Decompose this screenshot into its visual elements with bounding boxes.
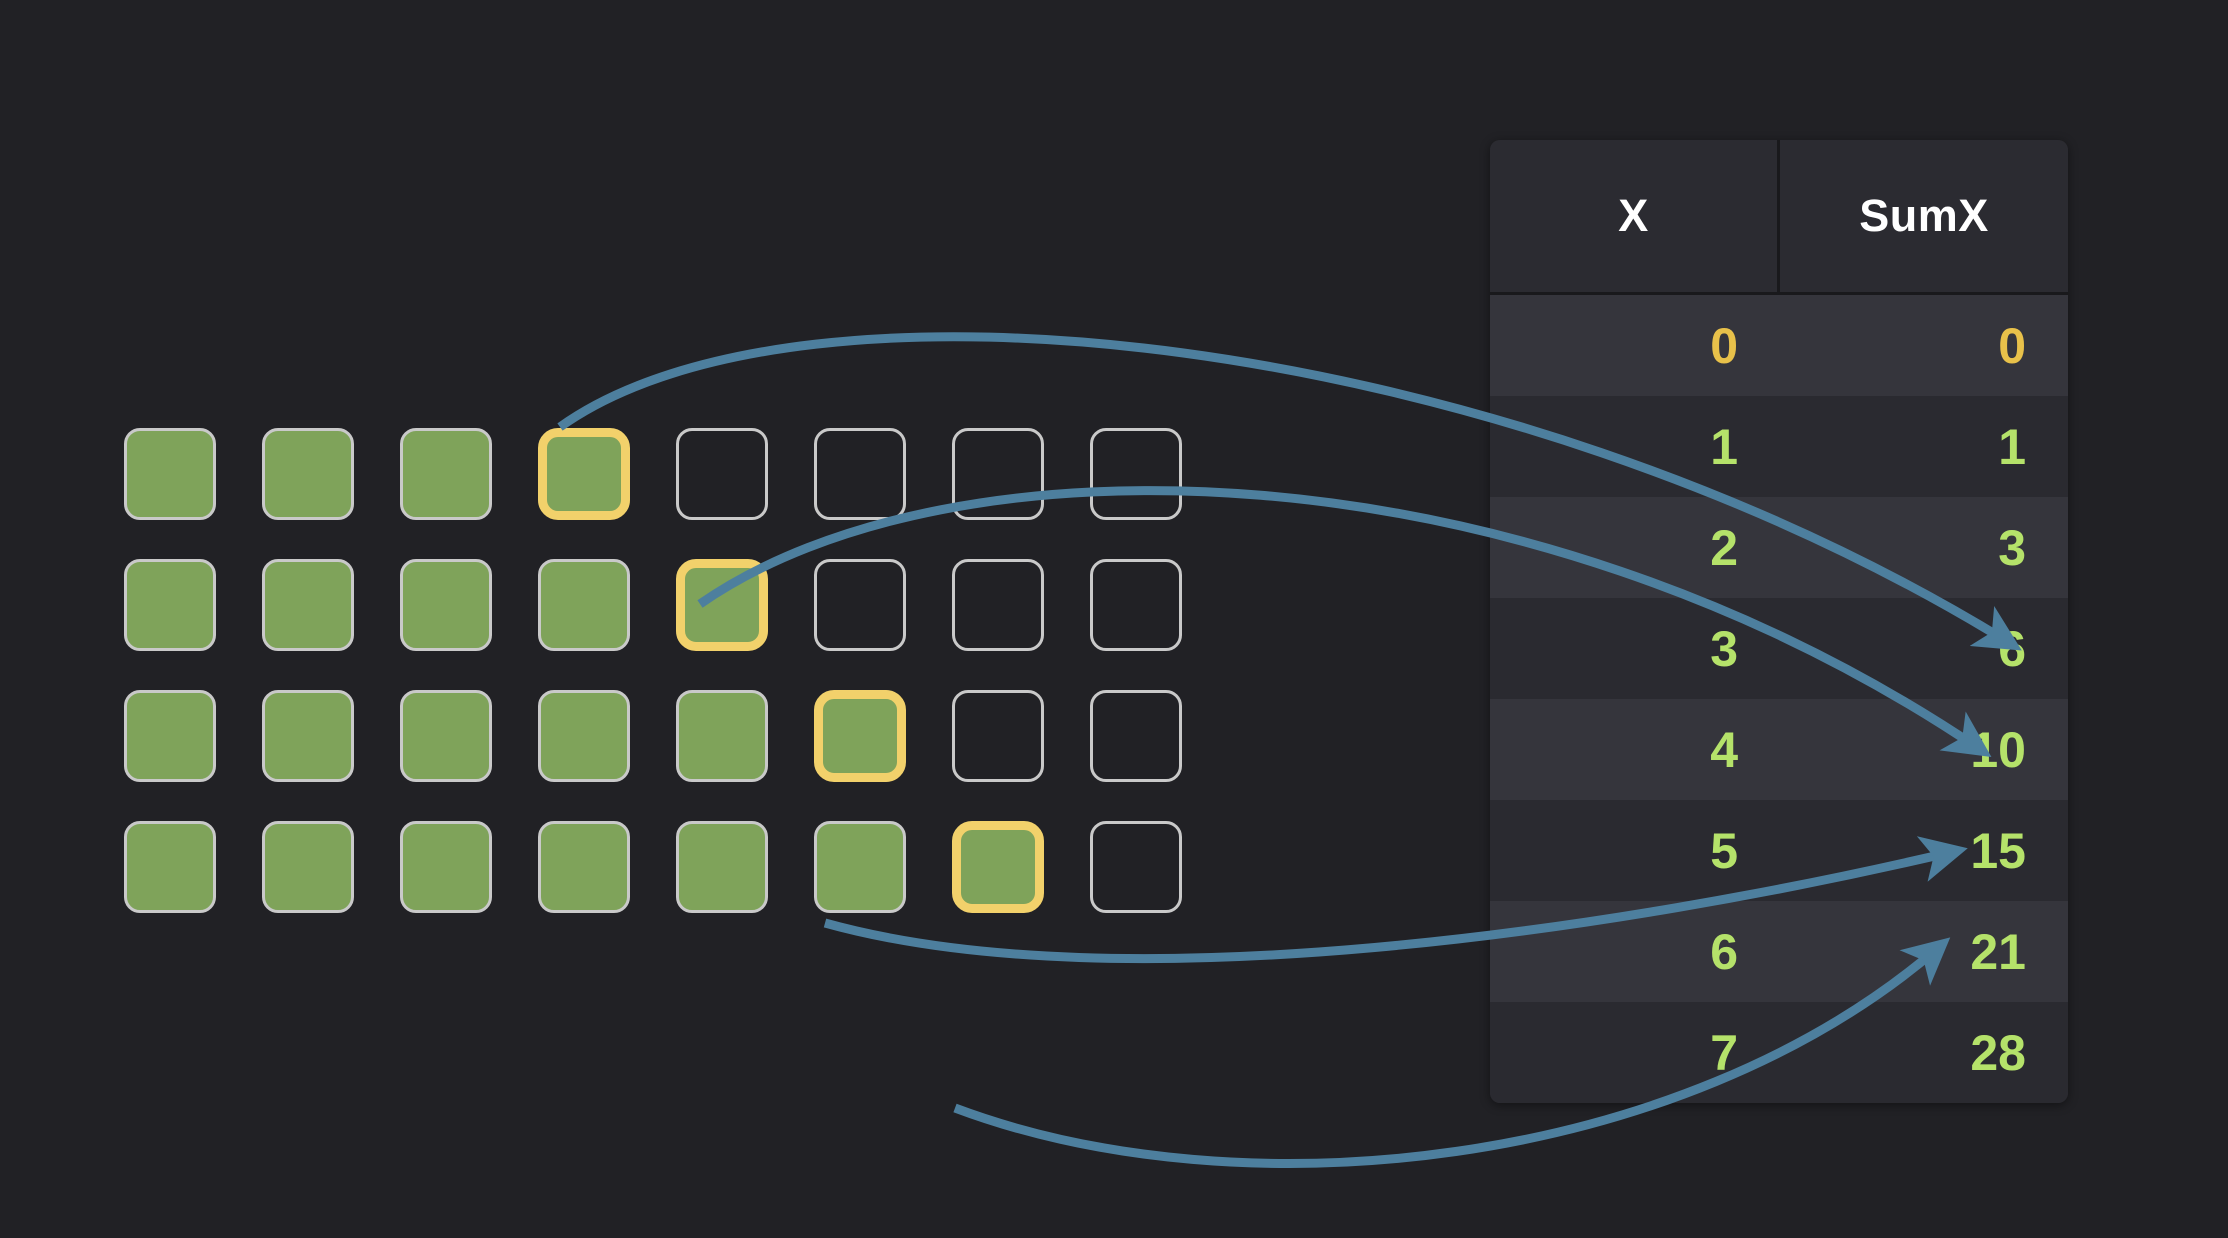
square-r1-c8-empty[interactable] — [1090, 428, 1182, 520]
square-r1-c5-empty[interactable] — [676, 428, 768, 520]
square-r2-c7-empty[interactable] — [952, 559, 1044, 651]
table-header-sumx: SumX — [1859, 190, 1989, 241]
square-row-2 — [124, 559, 1228, 651]
square-r4-c8-empty[interactable] — [1090, 821, 1182, 913]
cell-sumx: 15 — [1970, 822, 2026, 879]
square-r3-c4-filled[interactable] — [538, 690, 630, 782]
table-header-row: X SumX — [1490, 140, 2068, 295]
square-r4-c5-filled[interactable] — [676, 821, 768, 913]
cell-x: 0 — [1710, 317, 1738, 374]
cell-sumx: 21 — [1970, 923, 2026, 980]
square-r1-c7-empty[interactable] — [952, 428, 1044, 520]
square-r4-c2-filled[interactable] — [262, 821, 354, 913]
square-r2-c5-highlighted[interactable] — [676, 559, 768, 651]
square-r1-c1-filled[interactable] — [124, 428, 216, 520]
square-r3-c5-filled[interactable] — [676, 690, 768, 782]
square-r4-c4-filled[interactable] — [538, 821, 630, 913]
square-r2-c8-empty[interactable] — [1090, 559, 1182, 651]
cell-x: 3 — [1710, 620, 1738, 677]
square-r3-c2-filled[interactable] — [262, 690, 354, 782]
square-r2-c2-filled[interactable] — [262, 559, 354, 651]
square-r1-c3-filled[interactable] — [400, 428, 492, 520]
square-r2-c1-filled[interactable] — [124, 559, 216, 651]
cell-sumx: 3 — [1998, 519, 2026, 576]
square-row-1 — [124, 428, 1228, 520]
square-r4-c7-highlighted[interactable] — [952, 821, 1044, 913]
square-r3-c3-filled[interactable] — [400, 690, 492, 782]
square-r3-c6-highlighted[interactable] — [814, 690, 906, 782]
table-header-x: X — [1490, 140, 1780, 292]
cell-x: 5 — [1710, 822, 1738, 879]
cell-x: 6 — [1710, 923, 1738, 980]
square-r2-c6-empty[interactable] — [814, 559, 906, 651]
square-r2-c3-filled[interactable] — [400, 559, 492, 651]
square-r3-c1-filled[interactable] — [124, 690, 216, 782]
cell-sumx: 10 — [1970, 721, 2026, 778]
squares-grid — [124, 428, 1228, 913]
square-r3-c7-empty[interactable] — [952, 690, 1044, 782]
cell-x: 2 — [1710, 519, 1738, 576]
square-r4-c1-filled[interactable] — [124, 821, 216, 913]
square-r2-c4-filled[interactable] — [538, 559, 630, 651]
cell-sumx: 28 — [1970, 1024, 2026, 1081]
cell-sumx: 0 — [1998, 317, 2026, 374]
table-row[interactable]: 7 28 — [1490, 1002, 2068, 1103]
square-r1-c6-empty[interactable] — [814, 428, 906, 520]
square-r3-c8-empty[interactable] — [1090, 690, 1182, 782]
cell-x: 1 — [1710, 418, 1738, 475]
table-row[interactable]: 4 10 — [1490, 699, 2068, 800]
square-r1-c4-highlighted[interactable] — [538, 428, 630, 520]
cell-sumx: 6 — [1998, 620, 2026, 677]
cell-sumx: 1 — [1998, 418, 2026, 475]
square-row-3 — [124, 690, 1228, 782]
square-r4-c6-filled[interactable] — [814, 821, 906, 913]
table-row[interactable]: 5 15 — [1490, 800, 2068, 901]
square-r4-c3-filled[interactable] — [400, 821, 492, 913]
square-row-4 — [124, 821, 1228, 913]
square-r1-c2-filled[interactable] — [262, 428, 354, 520]
table-row[interactable]: 6 21 — [1490, 901, 2068, 1002]
cell-x: 4 — [1710, 721, 1738, 778]
cell-x: 7 — [1710, 1024, 1738, 1081]
